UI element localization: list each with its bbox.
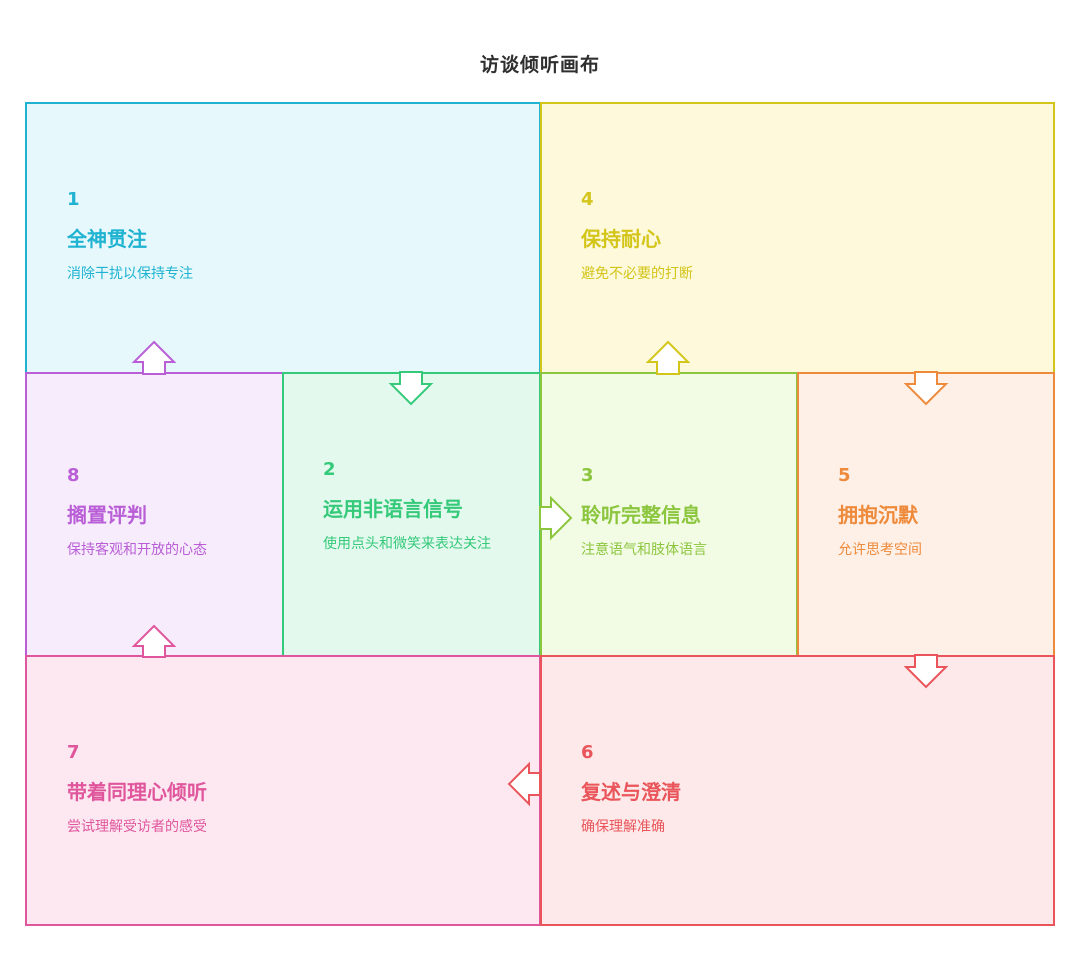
step-number: 6 xyxy=(581,742,594,763)
cell-5 xyxy=(797,372,1055,657)
step-description: 尝试理解受访者的感受 xyxy=(67,819,207,835)
canvas-title: 访谈倾听画布 xyxy=(479,54,600,76)
arrow-left-icon xyxy=(507,761,541,807)
step-number: 4 xyxy=(581,189,594,210)
step-number: 8 xyxy=(67,465,80,486)
step-description: 避免不必要的打断 xyxy=(581,266,693,282)
step-description: 使用点头和微笑来表达关注 xyxy=(323,536,491,552)
step-description: 注意语气和肢体语言 xyxy=(581,542,707,558)
step-5: 5 拥抱沉默 允许思考空间 xyxy=(838,464,1053,560)
cell-6 xyxy=(540,655,1055,926)
step-description: 消除干扰以保持专注 xyxy=(67,266,193,282)
arrow-down-icon xyxy=(903,371,949,406)
step-number: 2 xyxy=(323,459,336,480)
step-title: 拥抱沉默 xyxy=(838,503,918,527)
step-title: 搁置评判 xyxy=(67,503,147,527)
step-description: 确保理解准确 xyxy=(581,819,665,835)
arrow-up-icon xyxy=(131,624,177,658)
step-6: 6 复述与澄清 确保理解准确 xyxy=(581,741,1041,837)
arrow-right-icon xyxy=(539,495,573,541)
step-title: 全神贯注 xyxy=(67,227,147,251)
cell-4 xyxy=(540,102,1055,374)
arrow-down-icon xyxy=(388,371,434,406)
step-4: 4 保持耐心 避免不必要的打断 xyxy=(581,188,1041,284)
step-number: 3 xyxy=(581,465,594,486)
step-title: 带着同理心倾听 xyxy=(67,780,207,804)
step-description: 允许思考空间 xyxy=(838,542,922,558)
step-number: 1 xyxy=(67,189,80,210)
step-7: 7 带着同理心倾听 尝试理解受访者的感受 xyxy=(67,741,527,837)
arrow-up-icon xyxy=(131,340,177,375)
step-2: 2 运用非语言信号 使用点头和微笑来表达关注 xyxy=(323,458,535,554)
step-title: 保持耐心 xyxy=(581,227,661,251)
step-title: 运用非语言信号 xyxy=(323,497,463,521)
step-title: 复述与澄清 xyxy=(581,780,681,804)
step-8: 8 搁置评判 保持客观和开放的心态 xyxy=(67,464,282,560)
step-1: 1 全神贯注 消除干扰以保持专注 xyxy=(67,188,527,284)
step-title: 聆听完整信息 xyxy=(581,503,701,527)
arrow-down-icon xyxy=(903,654,949,689)
step-number: 7 xyxy=(67,742,80,763)
arrow-up-icon xyxy=(645,340,691,375)
cell-7 xyxy=(25,655,541,926)
step-description: 保持客观和开放的心态 xyxy=(67,542,207,558)
step-3: 3 聆听完整信息 注意语气和肢体语言 xyxy=(581,464,796,560)
step-number: 5 xyxy=(838,465,851,486)
